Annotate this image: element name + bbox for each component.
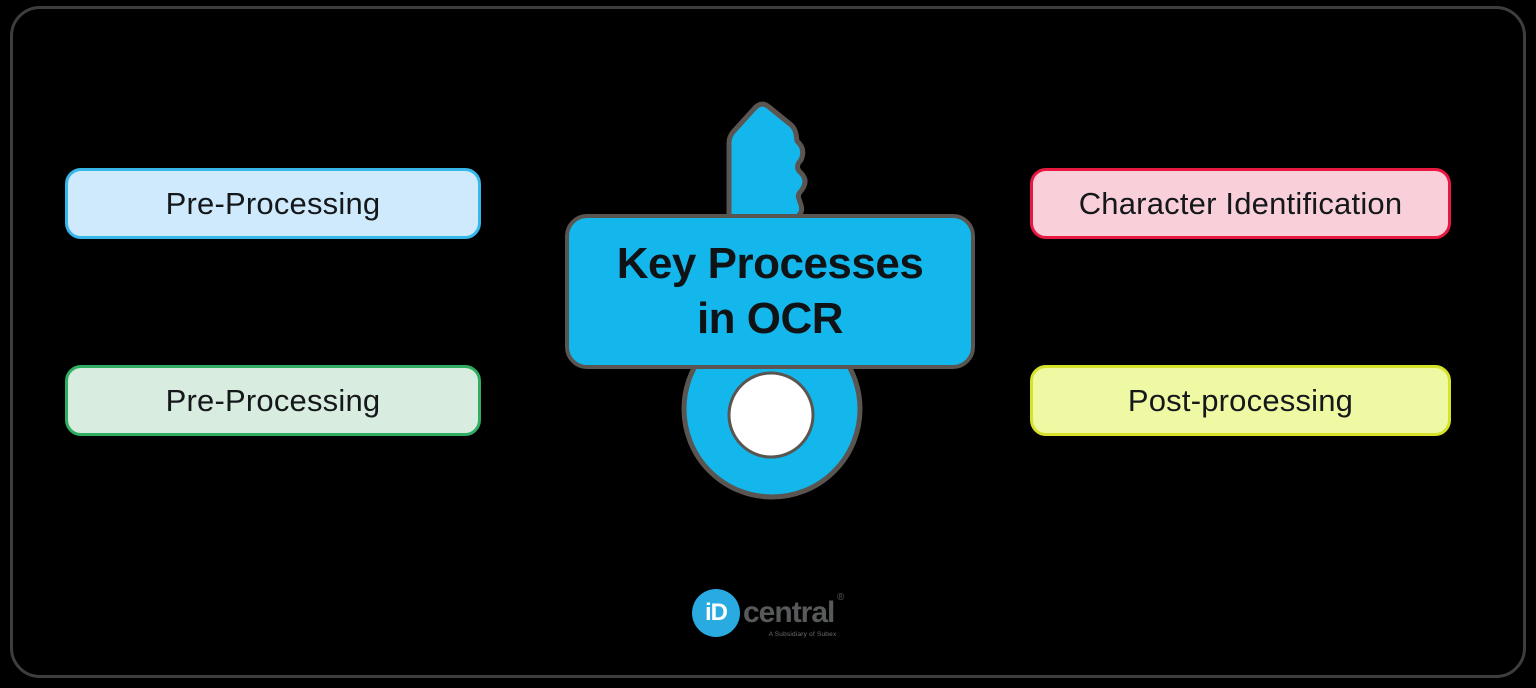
title-line-1: Key Processes [616,238,924,288]
registered-trademark-icon: ® [837,592,845,603]
title-banner: Key Processes in OCR [565,214,975,369]
process-box-post-processing: Post-processing [1030,365,1451,436]
process-box-character-identification: Character Identification [1030,168,1451,239]
process-box-label: Post-processing [1127,382,1354,418]
idcentral-logo: iD central ® A Subsidiary of Subex [692,588,844,638]
process-box-pre-processing-bottom: Pre-Processing [65,365,481,436]
idcentral-logo-mark: iD [692,589,740,637]
process-box-label: Pre-Processing [165,185,381,221]
process-box-label: Pre-Processing [165,382,381,418]
title-line-2: in OCR [696,293,844,343]
idcentral-tagline: A Subsidiary of Subex [768,631,837,638]
process-box-label: Character Identification [1078,185,1403,221]
canvas-rounded-border [10,6,1526,678]
key-hole [727,371,815,459]
process-box-pre-processing-top: Pre-Processing [65,168,481,239]
idcentral-logo-text: central ® A Subsidiary of Subex [743,592,844,638]
key-tip [726,101,808,235]
idcentral-wordmark: central [743,596,835,629]
